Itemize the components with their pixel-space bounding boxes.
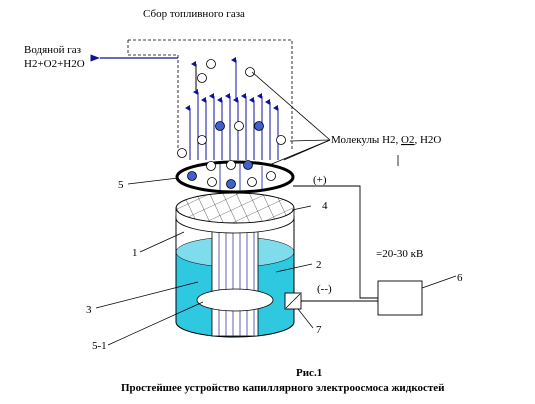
power-source-box <box>377 280 423 316</box>
electrical-wires <box>293 185 378 302</box>
gas-formula-label: H2+O2+H2O <box>24 58 85 70</box>
gas-collector-outline <box>127 39 293 150</box>
ref-2: 2 <box>316 259 322 271</box>
ref-1: 1 <box>132 247 138 259</box>
lower-ring-opening <box>196 288 274 312</box>
evaporation-zone-ellipse <box>175 160 295 194</box>
molecules-label: Молекулы H2, O2, H2O <box>331 134 441 146</box>
ref-5: 5 <box>118 179 124 191</box>
ref-6: 6 <box>457 272 463 284</box>
figure-number: Рис.1 <box>296 367 322 379</box>
ref-7: 7 <box>316 324 322 336</box>
figure-title: Простейшее устройство капиллярного элект… <box>121 382 445 394</box>
container-bottom <box>175 321 295 338</box>
ellipse-arrows <box>219 164 263 190</box>
voltage-label: =20-30 кВ <box>376 248 423 260</box>
minus-terminal-label: (--) <box>317 283 332 295</box>
gas-molecules <box>177 59 286 158</box>
ref-5-1: 5-1 <box>92 340 107 352</box>
mesh-disc <box>175 192 295 224</box>
capillary-column <box>211 217 259 337</box>
ref-4: 4 <box>322 200 328 212</box>
water-gas-label: Водяной газ <box>24 44 81 56</box>
molecules-leader-lines <box>251 71 331 169</box>
gas-collector-label: Сбор топливного газа <box>143 8 245 20</box>
reference-leaders <box>95 177 457 346</box>
ref-3: 3 <box>86 304 92 316</box>
plus-terminal-label: (+) <box>313 174 327 186</box>
ellipse-molecules <box>187 160 276 189</box>
capillary-lines <box>218 218 255 336</box>
